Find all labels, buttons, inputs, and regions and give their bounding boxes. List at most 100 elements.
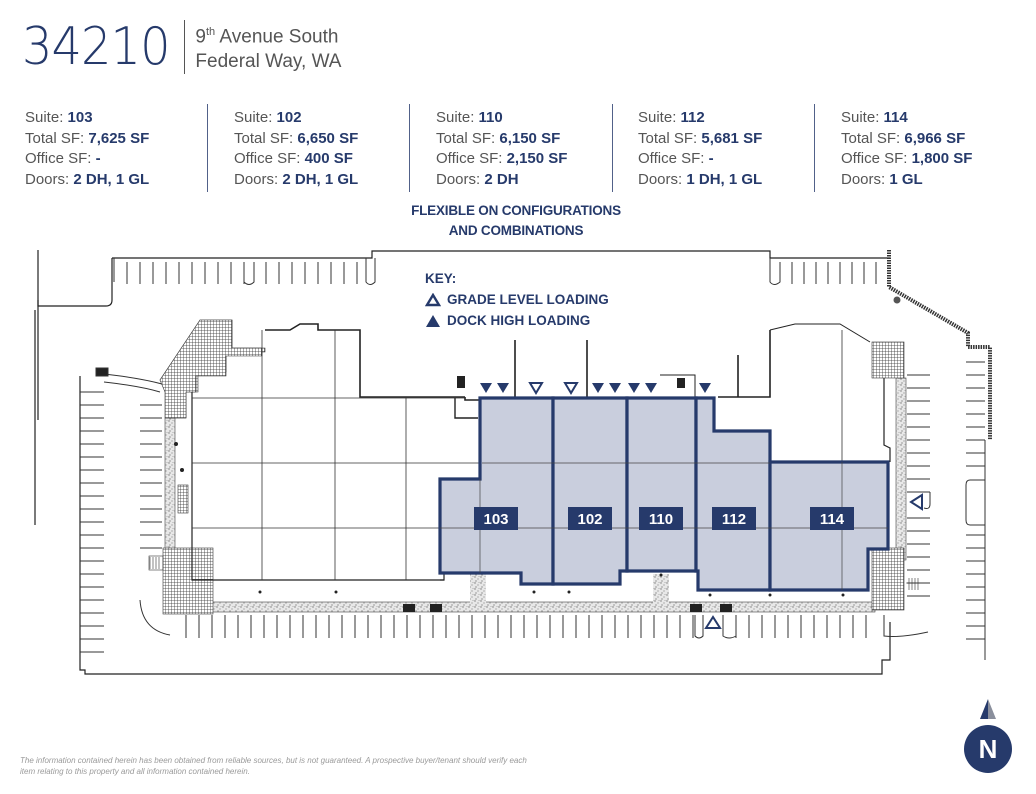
suite-label-114: 114: [820, 511, 845, 528]
doors-label: Doors:: [638, 170, 687, 188]
doors-label: Doors:: [25, 170, 74, 188]
dock-high-icon: [628, 383, 640, 393]
suite-number: 112: [680, 109, 705, 126]
total-sf-label: Total SF:: [638, 129, 702, 147]
spec-divider: [207, 104, 208, 192]
suite-label: Suite:: [841, 109, 884, 126]
total-sf-value: 5,681 SF: [701, 129, 763, 147]
doors-label: Doors:: [841, 170, 890, 188]
property-header: 34210 9th Avenue South Federal Way, WA: [22, 17, 341, 78]
suite-number: 102: [276, 109, 302, 126]
north-compass: N: [962, 698, 1014, 778]
total-sf-value: 6,966 SF: [904, 129, 966, 147]
suite-label-102: 102: [577, 511, 602, 528]
doors-value: 1 GL: [889, 170, 923, 188]
north-badge: N: [964, 725, 1012, 773]
suite-number: 103: [67, 109, 93, 126]
doors-value: 2 DH: [484, 170, 519, 188]
spec-divider: [612, 104, 613, 192]
suite-103-area: [438, 396, 555, 586]
total-sf-value: 6,650 SF: [297, 129, 359, 147]
doors-label: Doors:: [436, 170, 485, 188]
header-divider: [184, 20, 186, 75]
total-sf-label: Total SF:: [25, 129, 89, 147]
suite-number: 110: [478, 109, 503, 126]
street-suffix: th: [206, 26, 216, 38]
suite-label: Suite:: [436, 109, 479, 126]
suite-label: Suite:: [234, 109, 277, 126]
site-boundary: [34, 250, 891, 675]
total-sf-label: Total SF:: [436, 129, 500, 147]
total-sf-value: 7,625 SF: [88, 129, 150, 147]
office-sf-value: 1,800 SF: [911, 150, 973, 167]
parking-stalls-east: [907, 361, 986, 660]
office-sf-value: 2,150 SF: [506, 150, 568, 167]
dock-high-label: DOCK HIGH LOADING: [447, 313, 591, 328]
doors-label: Doors:: [234, 170, 283, 188]
key-row-grade-level: GRADE LEVEL LOADING: [425, 289, 609, 310]
office-sf-value: 400 SF: [304, 150, 353, 167]
street-line: 9th Avenue South: [195, 20, 341, 49]
grade-level-icon: [563, 382, 579, 395]
suite-label-112: 112: [722, 511, 746, 528]
suite-label-103: 103: [483, 511, 508, 528]
street-number: 9: [195, 26, 206, 48]
loading-door-markers: [480, 382, 923, 629]
suite-102-area: [551, 396, 629, 586]
parking-stalls-top-right: [769, 258, 877, 285]
parking-stalls-south: [185, 615, 929, 639]
street-name: Avenue South: [215, 26, 339, 48]
doors-value: 2 DH, 1 GL: [282, 170, 359, 188]
office-sf-label: Office SF:: [234, 150, 305, 167]
suite-label-110: 110: [649, 511, 673, 528]
dock-high-icon: [699, 383, 711, 393]
grade-level-triangle-icon: [425, 292, 441, 306]
office-sf-label: Office SF:: [25, 150, 96, 167]
suite-110-area: [625, 396, 698, 573]
suite-number: 114: [883, 109, 908, 126]
dock-high-triangle-icon: [426, 314, 440, 327]
dock-high-icon: [480, 383, 492, 393]
suite-spec-103: Suite: 103 Total SF: 7,625 SF Office SF:…: [25, 108, 149, 190]
note-line-2: AND COMBINATIONS: [448, 223, 584, 238]
total-sf-value: 6,150 SF: [499, 129, 561, 147]
address-lines: 9th Avenue South Federal Way, WA: [195, 20, 341, 74]
dock-high-icon: [497, 383, 509, 393]
address-number: 34210: [22, 17, 171, 78]
suite-specs: Suite: 103 Total SF: 7,625 SF Office SF:…: [0, 104, 1036, 194]
suite-spec-114: Suite: 114 Total SF: 6,966 SF Office SF:…: [841, 108, 972, 190]
doors-value: 1 DH, 1 GL: [686, 170, 763, 188]
office-sf-label: Office SF:: [436, 150, 507, 167]
north-arrow-icon: [980, 699, 996, 719]
office-sf-value: -: [708, 150, 714, 167]
spec-divider: [814, 104, 815, 192]
east-fence: [887, 250, 992, 440]
dock-high-icon: [592, 383, 604, 393]
doors-value: 2 DH, 1 GL: [73, 170, 150, 188]
office-sf-value: -: [95, 150, 101, 167]
total-sf-label: Total SF:: [841, 129, 905, 147]
office-sf-label: Office SF:: [841, 150, 912, 167]
loading-key-legend: KEY: GRADE LEVEL LOADING DOCK HIGH LOADI…: [425, 268, 609, 331]
suite-label: Suite:: [25, 109, 68, 126]
grade-level-icon: [528, 382, 544, 395]
total-sf-label: Total SF:: [234, 129, 298, 147]
suite-spec-112: Suite: 112 Total SF: 5,681 SF Office SF:…: [638, 108, 762, 190]
suite-112-area: [694, 396, 772, 592]
suite-spec-110: Suite: 110 Total SF: 6,150 SF Office SF:…: [436, 108, 567, 190]
grade-level-label: GRADE LEVEL LOADING: [447, 292, 609, 307]
spec-divider: [409, 104, 410, 192]
dock-high-icon: [645, 383, 657, 393]
office-sf-label: Office SF:: [638, 150, 709, 167]
suite-label: Suite:: [638, 109, 681, 126]
note-line-1: FLEXIBLE ON CONFIGURATIONS: [411, 203, 621, 218]
parking-stalls-west: [80, 367, 171, 653]
parking-stalls-top-left: [113, 258, 376, 285]
dock-high-icon: [609, 383, 621, 393]
disclaimer: The information contained herein has bee…: [20, 756, 527, 776]
key-row-dock-high: DOCK HIGH LOADING: [425, 310, 609, 331]
key-title: KEY:: [425, 271, 457, 286]
flexible-configurations-note: FLEXIBLE ON CONFIGURATIONS AND COMBINATI…: [366, 201, 666, 241]
grade-level-icon: [704, 615, 722, 629]
